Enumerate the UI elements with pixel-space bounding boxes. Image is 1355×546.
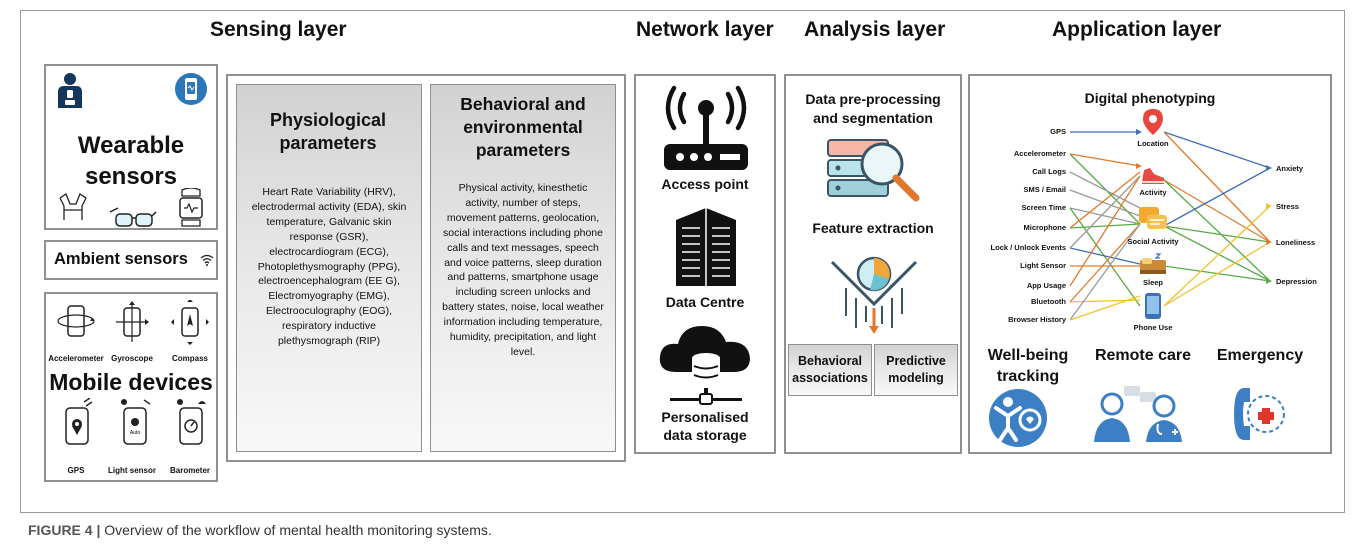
caption-text: Overview of the workflow of mental healt… xyxy=(100,522,492,538)
gyroscope-label: Gyroscope xyxy=(111,354,153,363)
input-lock-unlock: Lock / Unlock Events xyxy=(990,243,1066,252)
mobile-devices-label: Mobile devices xyxy=(49,369,213,395)
feature-phone-use: Phone Use xyxy=(1133,323,1173,332)
digital-phenotyping-title: Digital phenotyping xyxy=(1084,90,1216,106)
mobile-devices-box: Accelerometer Gyroscope Compass Mobile d… xyxy=(44,292,218,482)
behavioral-associations-label: Behavioral associations xyxy=(792,354,868,385)
feature-sleep: Sleep xyxy=(1142,278,1163,287)
feature-location: Location xyxy=(1137,139,1169,148)
gps-label: GPS xyxy=(67,466,85,475)
input-sms-email: SMS / Email xyxy=(1023,185,1066,194)
light-sensor-auto-text: Auto xyxy=(130,430,141,436)
wrist-sensor-icon xyxy=(179,188,203,227)
data-centre-icon xyxy=(676,208,736,286)
network-layer-title: Network layer xyxy=(636,18,774,41)
gyroscope-phone-icon xyxy=(116,301,149,342)
physiological-title: Physiological parameters xyxy=(269,110,387,154)
bed-sleep-icon xyxy=(1140,253,1166,274)
location-pin-icon xyxy=(1143,109,1163,135)
analysis-layer-box: Data pre-processing and segmentation Fea… xyxy=(784,74,962,454)
light-sensor-label: Light sensor xyxy=(107,466,156,475)
predictive-modeling-box: Predictive modeling xyxy=(874,344,958,396)
input-gps: GPS xyxy=(1050,127,1066,136)
feature-social-activity: Social Activity xyxy=(1127,237,1179,246)
running-shoe-icon xyxy=(1142,168,1164,184)
emergency-phone-icon xyxy=(1234,388,1285,440)
remote-care-label: Remote care xyxy=(1094,347,1192,364)
barometer-phone-icon xyxy=(177,399,206,445)
behavioral-panel: Behavioral and environmental parameters … xyxy=(430,84,616,452)
physiological-text: Heart Rate Variability (HRV), electroder… xyxy=(251,186,407,348)
input-browser-history: Browser History xyxy=(1008,315,1066,324)
behavioral-title: Behavioral and environmental parameters xyxy=(460,94,586,160)
outcome-stress: Stress xyxy=(1276,202,1299,211)
smartwatch-icon xyxy=(175,73,207,105)
phone-use-icon xyxy=(1145,293,1161,319)
network-layer-box: Access point Data Centre Personalised da… xyxy=(634,74,776,454)
outcome-depression: Depression xyxy=(1276,277,1317,286)
compass-label: Compass xyxy=(171,354,208,363)
application-layer-title: Application layer xyxy=(1052,18,1222,41)
behavioral-text: Physical activity, kinesthetic activity,… xyxy=(442,182,604,358)
behavioral-associations-box: Behavioral associations xyxy=(788,344,872,396)
figure-caption: FIGURE 4 | Overview of the workflow of m… xyxy=(28,522,492,538)
wifi-icon xyxy=(200,254,214,266)
emergency-label: Emergency xyxy=(1216,347,1304,364)
outcome-anxiety: Anxiety xyxy=(1276,164,1304,173)
ambient-sensors-box: Ambient sensors xyxy=(44,240,218,280)
accelerometer-label: Accelerometer xyxy=(48,354,104,363)
input-screen-time: Screen Time xyxy=(1021,203,1066,212)
wearable-sensors-label: Wearable sensors xyxy=(77,132,185,191)
barometer-label: Barometer xyxy=(169,466,210,475)
sensing-layer-title: Sensing layer xyxy=(210,18,347,41)
data-search-icon xyxy=(827,139,920,202)
figure-frame xyxy=(20,10,1345,513)
cloud-storage-icon xyxy=(659,326,750,405)
chest-strap-icon xyxy=(59,193,87,220)
remote-care-icon xyxy=(1094,386,1182,442)
feature-extraction-label: Feature extraction xyxy=(812,220,934,236)
phenotyping-connections xyxy=(1069,129,1272,321)
application-layer-box: Digital phenotyping xyxy=(968,74,1332,454)
person-monitor-icon xyxy=(58,73,82,108)
feature-funnel-icon xyxy=(830,256,918,334)
well-being-icon xyxy=(989,389,1047,447)
compass-phone-icon xyxy=(171,300,209,345)
smart-glasses-icon xyxy=(109,207,157,227)
predictive-modeling-label: Predictive modeling xyxy=(886,354,946,385)
preprocessing-label: Data pre-processing and segmentation xyxy=(805,91,941,126)
access-point-icon xyxy=(664,85,748,170)
data-centre-label: Data Centre xyxy=(665,294,745,310)
storage-label: Personalised data storage xyxy=(661,409,749,444)
caption-label: FIGURE 4 | xyxy=(28,522,101,538)
ambient-sensors-label: Ambient sensors xyxy=(54,250,188,268)
accelerometer-phone-icon xyxy=(57,305,95,337)
input-call-logs: Call Logs xyxy=(1032,167,1066,176)
outcome-loneliness: Loneliness xyxy=(1276,238,1316,247)
well-being-tracking-label: Well-being tracking xyxy=(987,347,1069,385)
physiological-panel: Physiological parameters Heart Rate Vari… xyxy=(236,84,422,452)
input-app-usage: App Usage xyxy=(1026,281,1066,290)
wearable-sensors-box: Wearable sensors xyxy=(44,64,218,230)
access-point-label: Access point xyxy=(661,176,749,192)
gps-phone-icon xyxy=(65,398,93,445)
input-microphone: Microphone xyxy=(1023,223,1067,232)
input-bluetooth: Bluetooth xyxy=(1031,297,1066,306)
input-light-sensor: Light Sensor xyxy=(1020,261,1066,270)
parameters-box: Physiological parameters Heart Rate Vari… xyxy=(226,74,626,462)
analysis-layer-title: Analysis layer xyxy=(804,18,946,41)
feature-activity: Activity xyxy=(1139,188,1167,197)
input-accelerometer: Accelerometer xyxy=(1013,149,1066,158)
social-chat-icon xyxy=(1139,207,1167,229)
light-sensor-phone-icon: Auto xyxy=(121,399,151,445)
